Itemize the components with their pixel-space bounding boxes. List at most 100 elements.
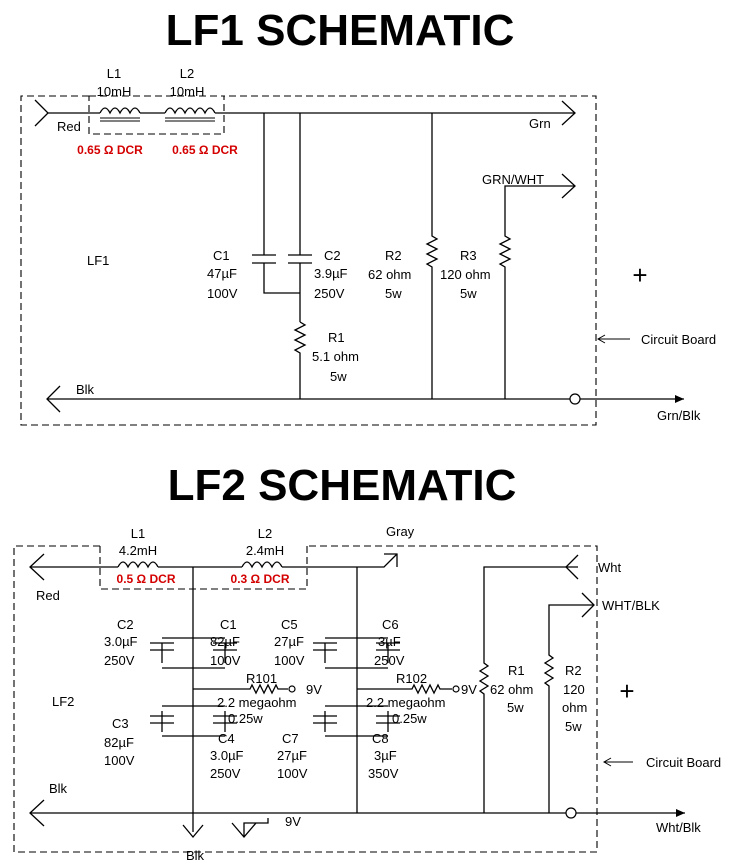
lf2-c8-name: C8: [372, 731, 389, 746]
lf2-c4-value: 3.0µF: [210, 748, 244, 763]
lf2-c7-voltage: 100V: [277, 766, 308, 781]
lf2-c5-value: 27µF: [274, 634, 304, 649]
lf1-circuit-board-label: Circuit Board: [641, 332, 716, 347]
lf2-l2-inductor: [241, 561, 283, 569]
lf2-r1-name: R1: [508, 663, 525, 678]
lf2-c1-name: C1: [220, 617, 237, 632]
lf1-wire-grn: Grn: [529, 116, 551, 131]
lf2-circuit-board-outline: [13, 545, 598, 853]
lf1-blk-arrow-icon: [46, 385, 61, 413]
lf1-board-label: LF1: [87, 253, 109, 268]
lf1-terminal-icon: [569, 393, 581, 405]
lf2-c3-capacitor: [150, 715, 174, 724]
lf1-c2-value: 3.9µF: [314, 266, 348, 281]
lf2-blk-arrow-icon: [29, 799, 45, 827]
lf1-r3-value: 120 ohm: [440, 267, 491, 282]
lf2-l1-dcr: 0.5 Ω DCR: [117, 572, 176, 586]
lf1-l2-dcr: 0.65 Ω DCR: [172, 143, 238, 157]
lf2-board-label: LF2: [52, 694, 74, 709]
lf2-c1-capacitor: [213, 642, 237, 651]
lf1-l2-inductor: [164, 107, 216, 115]
lf2-terminal-icon: [565, 807, 577, 819]
lf1-l2-name: L2: [180, 66, 194, 81]
lf1-wire-blk: Blk: [76, 382, 95, 397]
lf2-circuit-board-label: Circuit Board: [646, 755, 721, 770]
lf2-r2-value: 120: [563, 682, 585, 697]
lf1-r1-power: 5w: [330, 369, 347, 384]
lf1-c1-voltage: 100V: [207, 286, 238, 301]
lf2-c8-value: 3µF: [374, 748, 397, 763]
lf1-wire-grn-wht: GRN/WHT: [482, 172, 544, 187]
lf2-wire-gray: Gray: [386, 524, 415, 539]
lf1-r3-resistor: [498, 185, 575, 399]
lf2-plus-sign: +: [619, 676, 634, 706]
lf2-l1-value: 4.2mH: [119, 543, 157, 558]
lf2-c1-value: 82µF: [210, 634, 240, 649]
lf2-c3-name: C3: [112, 716, 129, 731]
lf2-r102-value: 2.2 megaohm: [366, 695, 446, 710]
lf1-grn-wht-arrow-icon: [561, 173, 576, 199]
lf2-c2-name: C2: [117, 617, 134, 632]
lf2-r101-power: 0.25w: [228, 711, 263, 726]
lf1-c1-name: C1: [213, 248, 230, 263]
lf2-c8-voltage: 350V: [368, 766, 399, 781]
lf2-r2-resistor: [543, 604, 594, 813]
lf2-wire-wht-blk-out: Wht/Blk: [656, 820, 701, 835]
lf1-wire-red: Red: [57, 119, 81, 134]
lf2-r101-terminal-icon: [288, 685, 296, 693]
lf1-r1-name: R1: [328, 330, 345, 345]
lf2-l2-value: 2.4mH: [246, 543, 284, 558]
lf2-c6-capacitor: [376, 642, 400, 651]
lf2-c5-capacitor: [313, 642, 337, 651]
lf1-l1-dcr: 0.65 Ω DCR: [77, 143, 143, 157]
lf2-red-arrow-icon: [29, 553, 45, 581]
lf2-blk-down-arrow-icon: [182, 824, 204, 839]
lf2-wire-wht: Wht: [598, 560, 622, 575]
lf1-r3-power: 5w: [460, 286, 477, 301]
lf2-c8-capacitor: [376, 715, 400, 724]
lf2-r101-value: 2.2 megaohm: [217, 695, 297, 710]
lf2-wht-input-chevron-icon: [565, 554, 579, 580]
lf1-c2-capacitor: [288, 254, 312, 264]
lf1-grn-output-arrow-icon: [561, 100, 576, 126]
lf1-l1-value: 10mH: [97, 84, 132, 99]
lf2-r101-name: R101: [246, 671, 277, 686]
lf2-wht-blk-out-arrow-icon: [676, 809, 685, 817]
lf2-c6-value: 3µF: [378, 634, 401, 649]
lf1-c1-value: 47µF: [207, 266, 237, 281]
lf1-grn-blk-arrow-icon: [675, 395, 684, 403]
lf2-title: LF2 SCHEMATIC: [168, 461, 517, 510]
lf2-wht-blk-arrow-icon: [581, 592, 595, 618]
lf1-plus-sign: +: [632, 260, 647, 290]
lf2-r1-value: 62 ohm: [490, 682, 533, 697]
lf2-bias-9v-label: 9V: [285, 814, 301, 829]
lf2-c7-capacitor: [313, 715, 337, 724]
lf2-c5-name: C5: [281, 617, 298, 632]
lf2-l2-name: L2: [258, 526, 272, 541]
lf2-wire-blk: Blk: [49, 781, 68, 796]
lf2-c5-voltage: 100V: [274, 653, 305, 668]
lf2-r1-resistor: [478, 566, 578, 813]
lf2-r102-resistor: [357, 683, 452, 695]
lf2-wire-wht-blk: WHT/BLK: [602, 598, 660, 613]
lf1-r2-resistor: [425, 113, 439, 399]
lf2-r102-bias: 9V: [461, 682, 477, 697]
lf1-r3-name: R3: [460, 248, 477, 263]
lf2-c3-voltage: 100V: [104, 753, 135, 768]
lf2-c4-capacitor: [213, 715, 237, 724]
lf2-r2-power: 5w: [565, 719, 582, 734]
lf1-c2-name: C2: [324, 248, 341, 263]
lf1-title: LF1 SCHEMATIC: [166, 6, 515, 55]
lf2-r101-resistor: [193, 683, 288, 695]
lf1-c1-capacitor: [252, 254, 276, 264]
lf2-l2-dcr: 0.3 Ω DCR: [231, 572, 290, 586]
lf2-c6-name: C6: [382, 617, 399, 632]
lf1-r1-resistor: [293, 321, 307, 399]
lf1-c2-voltage: 250V: [314, 286, 345, 301]
lf2-l1-name: L1: [131, 526, 145, 541]
lf1-circuit-board-outline: [20, 95, 597, 426]
lf1-l1-name: L1: [107, 66, 121, 81]
lf2-c3-value: 82µF: [104, 735, 134, 750]
lf2-r102-terminal-icon: [452, 685, 460, 693]
